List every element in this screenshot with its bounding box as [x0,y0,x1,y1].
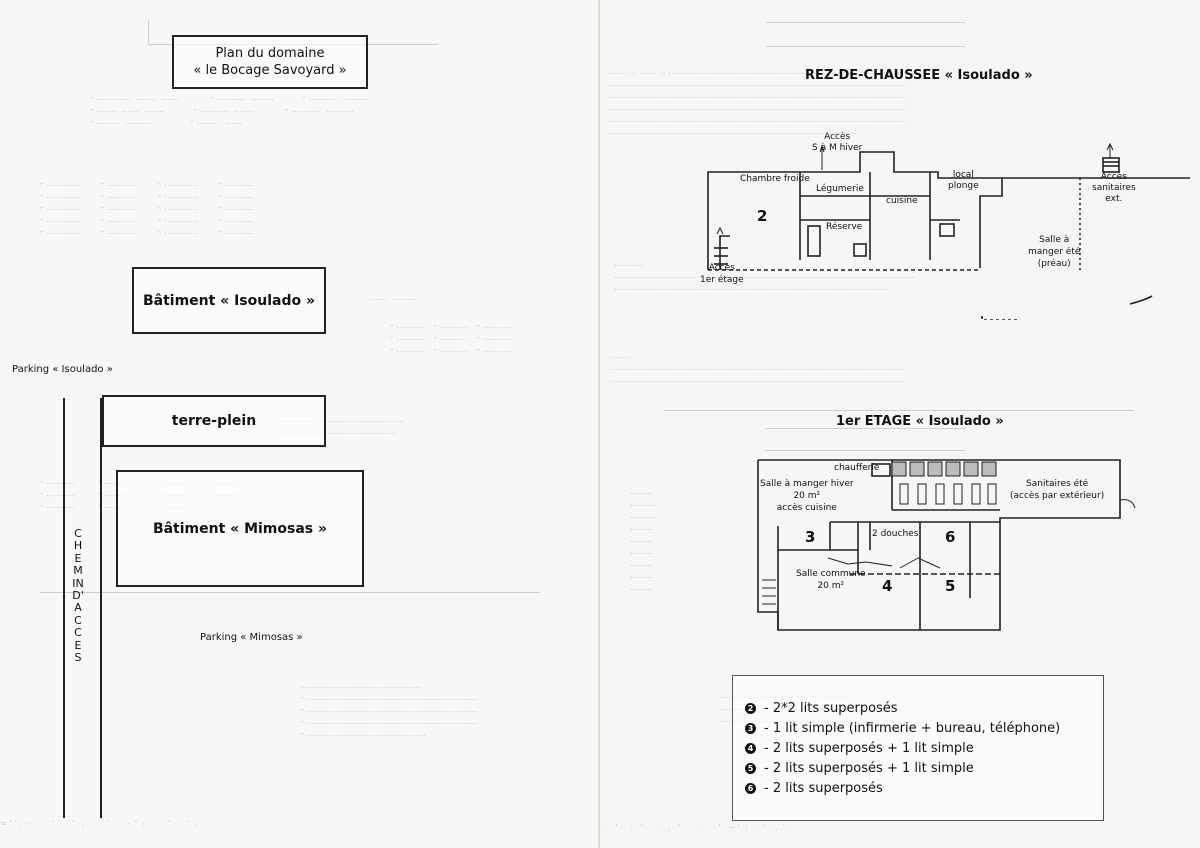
legend-number-badge: 2 [745,702,756,714]
room-local-plonge-line1: local [952,170,974,180]
divider [664,410,1134,411]
ghost-text: ....... ................................… [610,351,905,385]
room-acces-sanitaires-line1: Accès [1100,172,1127,182]
room-chambre-froide: Chambre froide [740,174,810,184]
ghost-text: ....... .. ...... .. ...................… [608,67,920,137]
room-legend: 2 - 2*2 lits superposés 3 - 1 lit simple… [732,675,1104,821]
room-sanitaires-ete-line2: (accès par extérieur) [1010,491,1105,501]
legend-row: 4 - 2 lits superposés + 1 lit simple [733,738,1103,758]
ghost-text: - ............ - .......... - ..........… [40,179,254,237]
left-page: - ............ ....... ...... - ........… [0,20,540,828]
scan-noise: ≈ ' ' . · · : . ' ' . , ' · ' : . ' ' , [0,819,198,828]
room-salle-commune-line2: 20 m² [817,581,845,591]
legend-row: 2 - 2*2 lits superposés [733,698,1103,718]
room-salle-manger-ete-line1: Salle à [1039,235,1070,245]
legend-text: - 2 lits superposés [764,780,883,796]
etage-title: 1er ETAGE « Isoulado » [836,414,1004,429]
legend-number-badge: 4 [745,742,756,754]
room-acces-sm-line2: S à M hiver [812,143,863,153]
room-acces-sanitaires: Accès sanitaires ext. [1092,172,1136,205]
divider [765,22,965,23]
ghost-text: ........ ......... ......... ........ ..… [630,487,656,593]
batiment-mimosas-label: Bâtiment « Mimosas » [152,520,328,537]
rdc-floor-plan [707,142,1190,320]
etage-floor-plan [757,459,1136,631]
ghost-text: .......... .............................… [614,259,915,293]
room-cuisine: cuisine [886,196,918,206]
room-acces-sm-line1: Accès [824,132,851,142]
legend-row: 6 - 2 lits superposés [733,778,1103,798]
legend-text: - 2*2 lits superposés [764,700,898,716]
room-salle-manger-hiver-line3: accès cuisine [776,503,837,513]
parking-mimosas-label: Parking « Mimosas » [200,632,303,643]
room-6-number: 6 [945,528,956,546]
parking-isoulado-label: Parking « Isoulado » [12,364,113,375]
room-4-number: 4 [882,577,893,595]
ghost-text: ...... ........ [370,293,416,303]
room-salle-manger-hiver-line2: 20 m² [793,491,821,501]
room-salle-commune: Salle commune 20 m² [796,568,866,592]
legend-row: 3 - 1 lit simple (infirmerie + bureau, t… [733,718,1103,738]
plan-title-line2: « le Bocage Savoyard » [193,63,347,78]
room-acces-sanitaires-line2: sanitaires [1092,183,1136,193]
scan-noise: . ' · ' . , ' · ' ~ ' : . ' , ' [600,823,785,832]
legend-row: 5 - 2 lits superposés + 1 lit simple [733,758,1103,778]
legend-text: - 2 lits superposés + 1 lit simple [764,760,974,776]
terre-plein-box: terre-plein [102,395,326,447]
divider [40,592,540,593]
room-3-number: 3 [805,528,816,546]
room-reserve: Réserve [826,222,863,232]
plan-title-box: Plan du domaine « le Bocage Savoyard » [172,35,368,89]
room-salle-commune-line1: Salle commune [796,569,866,579]
divider [148,20,149,44]
room-chaufferie: chaufferie [834,463,880,473]
room-legumerie: Légumerie [816,184,864,194]
room-salle-manger-ete: Salle à manger été (préau) [1028,234,1080,270]
room-local-plonge-line2: plonge [948,181,979,191]
chemin-acces-label: CHEMIN D' ACCES [72,527,84,665]
divider [765,428,965,429]
room-2-number: 2 [757,207,768,225]
room-douches: 2 douches [872,529,919,539]
room-salle-manger-ete-line2: manger été [1028,247,1081,257]
divider [765,450,965,451]
room-sanitaires-ete-line1: Sanitaires été [1026,479,1089,489]
room-local-plonge: local plonge [948,170,979,192]
divider [765,46,965,47]
batiment-mimosas-box: Bâtiment « Mimosas » [116,470,364,587]
room-salle-manger-hiver: Salle à manger hiver 20 m² accès cuisine [760,478,854,514]
ghost-text: - ............ ....... ...... - ........… [90,93,372,127]
batiment-isoulado-label: Bâtiment « Isoulado » [142,292,316,309]
room-salle-manger-ete-line3: (préau) [1037,259,1071,269]
legend-number-badge: 6 [745,782,756,794]
road-line-right [100,398,102,818]
legend-number-badge: 5 [745,762,756,774]
ghost-text: - .......... - .......... - .......... -… [390,321,512,355]
room-acces-sm: Accès S à M hiver [812,132,862,154]
room-acces-etage-line1: Accès [708,263,735,273]
plan-title-line1: Plan du domaine [215,46,325,61]
room-acces-sanitaires-line3: ext. [1105,194,1123,204]
legend-text: - 1 lit simple (infirmerie + bureau, tél… [764,720,1061,736]
batiment-isoulado-box: Bâtiment « Isoulado » [132,267,326,334]
ghost-text: ........................................… [300,681,478,739]
room-salle-manger-hiver-line1: Salle à manger hiver [760,479,854,489]
room-acces-etage-line2: 1er étage [700,275,744,285]
right-page: ....... .. ...... .. ...................… [600,0,1200,848]
room-5-number: 5 [945,577,956,595]
terre-plein-label: terre-plein [171,413,257,429]
room-acces-etage: Accès 1er étage [700,262,744,286]
legend-text: - 2 lits superposés + 1 lit simple [764,740,974,756]
room-sanitaires-ete: Sanitaires été (accès par extérieur) [1010,478,1104,502]
legend-number-badge: 3 [745,722,756,734]
rdc-title: REZ-DE-CHAUSSEE « Isoulado » [805,68,1033,83]
road-line-left [63,398,65,818]
